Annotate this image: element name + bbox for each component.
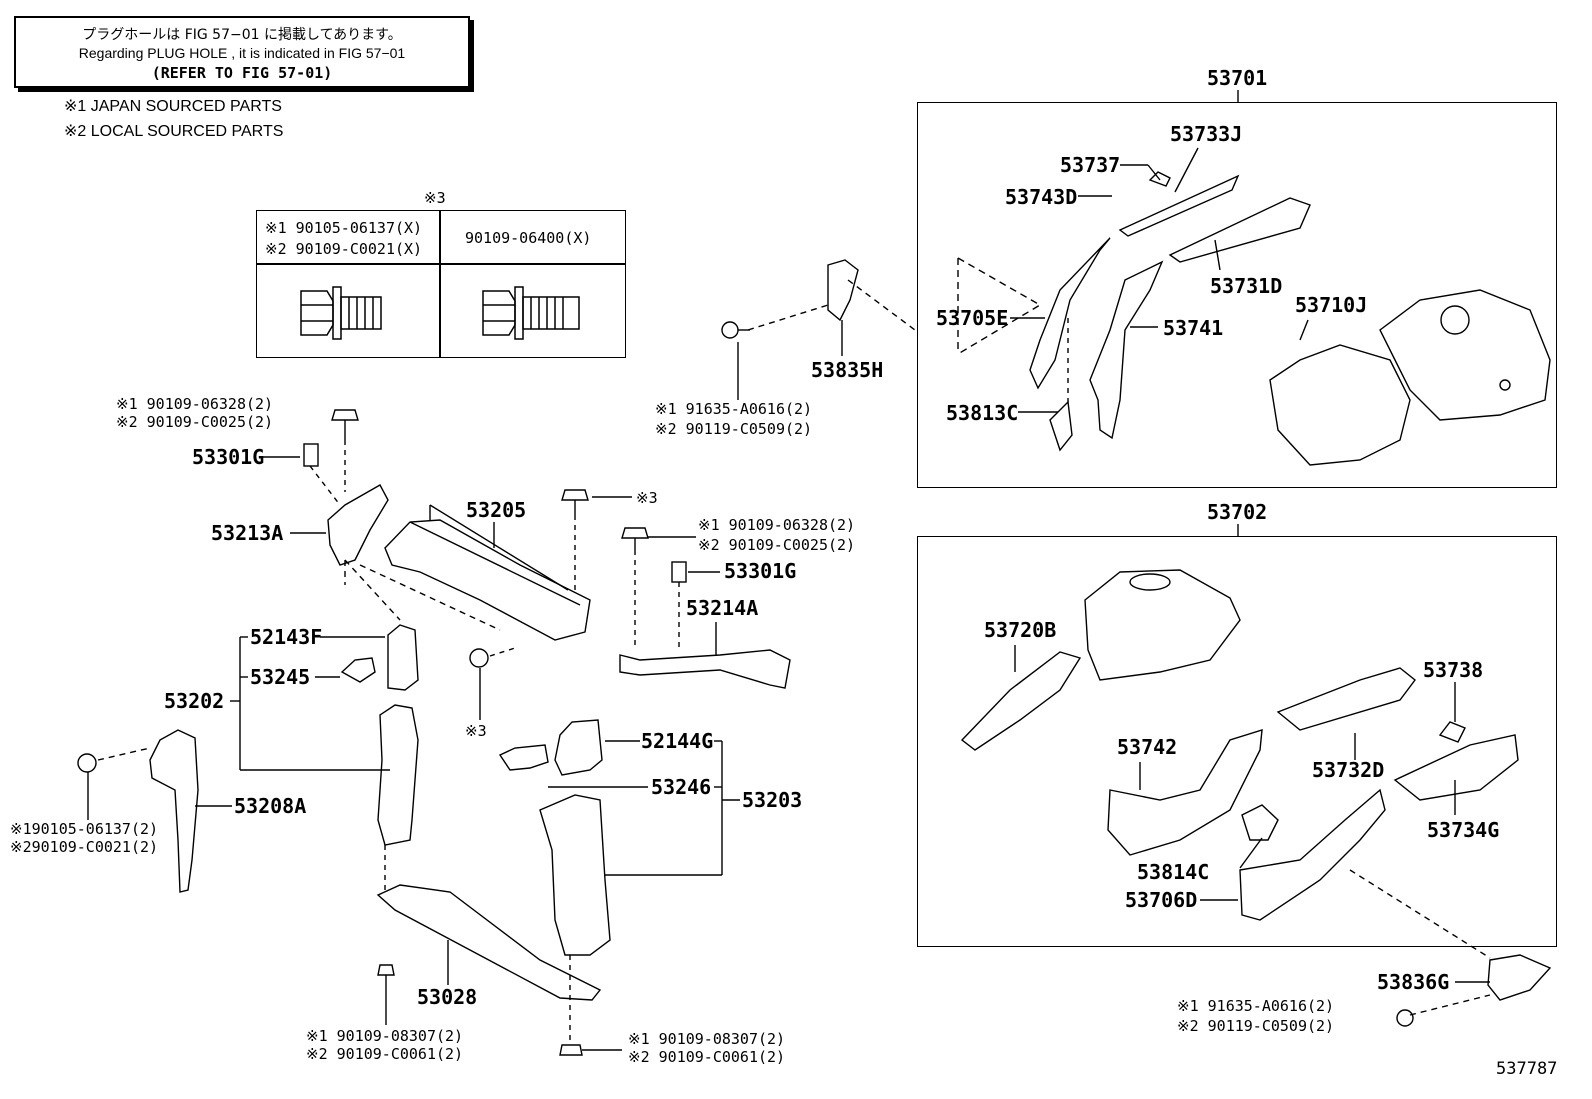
fastener-table-marker: ※3: [424, 189, 446, 207]
bolt-callout-5: ※3: [465, 722, 487, 740]
part-53208A: 53208A: [234, 794, 307, 818]
part-52143F: 52143F: [250, 625, 323, 649]
part-53737: 53737: [1060, 153, 1121, 177]
bolt-callout-7-local: ※2 90109-C0061(2): [306, 1045, 464, 1063]
bolt-callout-7-jp: ※1 90109-08307(2): [306, 1027, 464, 1045]
bolt-callout-8-local: ※2 90109-C0061(2): [628, 1048, 786, 1066]
assembly-frame-lower: [917, 536, 1557, 947]
bolt-callout-3: ※3: [636, 489, 658, 507]
part-53028: 53028: [417, 985, 478, 1009]
bolt-callout-2-jp: ※1 91635-A0616(2): [655, 400, 813, 418]
fastener-left-top: ※1 90105-06137(X): [265, 219, 423, 237]
part-53733J: 53733J: [1170, 122, 1243, 146]
plug-hole-note: プラグホールは FIG 57−01 に掲載してあります。 Regarding P…: [14, 16, 470, 88]
part-53301G-left: 53301G: [192, 445, 265, 469]
part-53835H: 53835H: [811, 358, 884, 382]
legend-japan-sourced: ※1 JAPAN SOURCED PARTS: [64, 98, 282, 115]
part-53813C: 53813C: [946, 401, 1019, 425]
part-53705E: 53705E: [936, 306, 1009, 330]
part-53245: 53245: [250, 665, 311, 689]
bolt-callout-4-jp: ※1 90109-06328(2): [698, 516, 856, 534]
plug-hole-note-jp: プラグホールは FIG 57−01 に掲載してあります。: [82, 27, 402, 43]
fastener-table: ※1 90105-06137(X) ※2 90109-C0021(X) 9010…: [256, 210, 626, 358]
fastener-left-bottom: ※2 90109-C0021(X): [265, 240, 423, 258]
part-53202: 53202: [164, 689, 225, 713]
bolt-callout-4-local: ※2 90109-C0025(2): [698, 536, 856, 554]
part-53301G-right: 53301G: [724, 559, 797, 583]
part-53742: 53742: [1117, 735, 1178, 759]
part-53706D: 53706D: [1125, 888, 1198, 912]
bolt-callout-6-local: ※290109-C0021(2): [10, 838, 159, 856]
part-52144G: 52144G: [641, 729, 714, 753]
assembly-lower-label: 53702: [1207, 500, 1268, 524]
fastener-right: 90109-06400(X): [465, 229, 592, 247]
bolt-callout-6-jp: ※190105-06137(2): [10, 820, 159, 838]
assembly-upper-label: 53701: [1207, 66, 1268, 90]
bolt-callout-2-local: ※2 90119-C0509(2): [655, 420, 813, 438]
bolt-callout-9-local: ※2 90119-C0509(2): [1177, 1017, 1335, 1035]
figure-id: 537787: [1496, 1059, 1558, 1079]
part-53734G: 53734G: [1427, 818, 1500, 842]
bolt-callout-9-jp: ※1 91635-A0616(2): [1177, 997, 1335, 1015]
part-53205: 53205: [466, 498, 527, 522]
part-53720B: 53720B: [984, 618, 1057, 642]
part-53741: 53741: [1163, 316, 1224, 340]
bolt-callout-1-jp: ※1 90109-06328(2): [116, 395, 274, 413]
part-53246: 53246: [651, 775, 712, 799]
long-bolt-icon: [482, 286, 580, 340]
part-53732D: 53732D: [1312, 758, 1385, 782]
bolt-callout-1-local: ※2 90109-C0025(2): [116, 413, 274, 431]
legend-local-sourced: ※2 LOCAL SOURCED PARTS: [64, 123, 284, 140]
part-53710J: 53710J: [1295, 293, 1368, 317]
plug-hole-note-ref: (REFER TO FIG 57-01): [151, 64, 333, 82]
bolt-callout-8-jp: ※1 90109-08307(2): [628, 1030, 786, 1048]
part-53738: 53738: [1423, 658, 1484, 682]
part-53214A: 53214A: [686, 596, 759, 620]
part-53203: 53203: [742, 788, 803, 812]
part-53743D: 53743D: [1005, 185, 1078, 209]
assembly-frame-upper: [917, 102, 1557, 488]
flange-bolt-icon: [300, 286, 382, 340]
part-53731D: 53731D: [1210, 274, 1283, 298]
plug-hole-note-en: Regarding PLUG HOLE , it is indicated in…: [78, 45, 406, 61]
part-53213A: 53213A: [211, 521, 284, 545]
part-53836G: 53836G: [1377, 970, 1450, 994]
part-53814C: 53814C: [1137, 860, 1210, 884]
